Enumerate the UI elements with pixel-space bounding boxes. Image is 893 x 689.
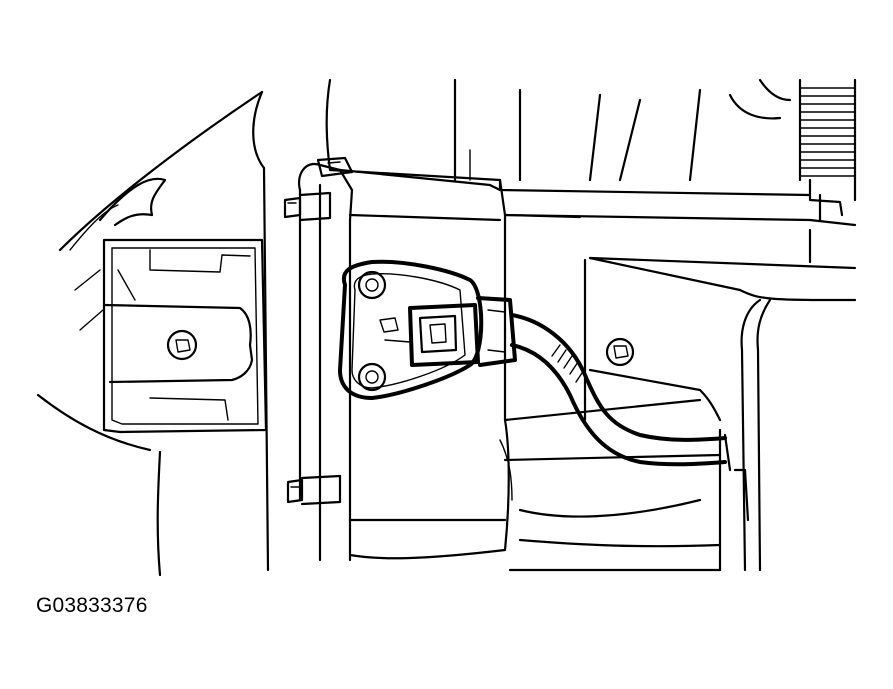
- sensor: [338, 259, 484, 400]
- wire-harness: [510, 313, 732, 472]
- left-body-panel: [36, 90, 270, 577]
- threaded-pipe: [798, 78, 857, 217]
- sensor-connector: [408, 296, 517, 367]
- left-bracket: [102, 238, 268, 434]
- bolt-lower: [286, 474, 342, 506]
- bolt-upper: [283, 191, 332, 222]
- mounting-plate: [297, 162, 513, 562]
- figure-code: G03833376: [36, 594, 148, 617]
- engine-block: [325, 78, 857, 572]
- bracket-tab: [316, 156, 354, 178]
